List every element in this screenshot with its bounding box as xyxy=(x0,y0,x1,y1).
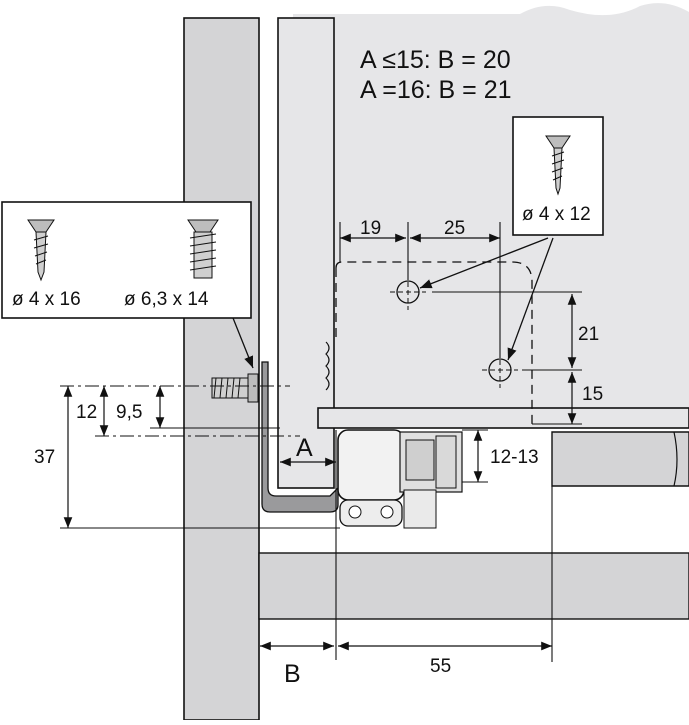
dim-25: 25 xyxy=(444,218,465,239)
label-B: B xyxy=(284,660,301,688)
dim-9-5: 9,5 xyxy=(116,402,142,423)
cabinet-bottom-panel xyxy=(258,552,689,620)
label-A: A xyxy=(296,434,313,462)
screw-box-left: ø 4 x 16 ø 6,3 x 14 xyxy=(1,201,252,319)
dim-19: 19 xyxy=(360,218,381,239)
dim-12-13: 12-13 xyxy=(490,447,539,468)
dim-37: 37 xyxy=(34,447,55,468)
installed-euro-screw xyxy=(211,373,259,403)
dim-55: 55 xyxy=(430,656,451,677)
screw-label-4x16: ø 4 x 16 xyxy=(12,289,81,310)
screw-hole-1 xyxy=(390,274,426,310)
screw-hole-2 xyxy=(482,352,518,388)
screw-label-6-3x14: ø 6,3 x 14 xyxy=(124,289,209,310)
euro-screw-icon xyxy=(187,219,219,279)
condition-line-2: A =16: B = 21 xyxy=(360,76,512,104)
runner-carriage xyxy=(337,429,405,501)
locking-clip xyxy=(399,431,463,529)
drawer-back-rail xyxy=(551,431,689,487)
dim-15: 15 xyxy=(582,384,603,405)
dim-21: 21 xyxy=(578,324,599,345)
screw-label-4x12: ø 4 x 12 xyxy=(522,204,591,225)
runner-profile xyxy=(261,361,339,513)
condition-line-1: A ≤15: B = 20 xyxy=(360,46,511,74)
drawer-panel xyxy=(293,3,689,408)
drawer-bottom xyxy=(317,407,689,429)
wood-screw-icon xyxy=(545,135,571,196)
screw-box-right: ø 4 x 12 xyxy=(512,116,604,236)
wood-screw-icon xyxy=(27,219,55,282)
cabinet-side-wall xyxy=(183,17,260,721)
dim-12: 12 xyxy=(76,402,97,423)
